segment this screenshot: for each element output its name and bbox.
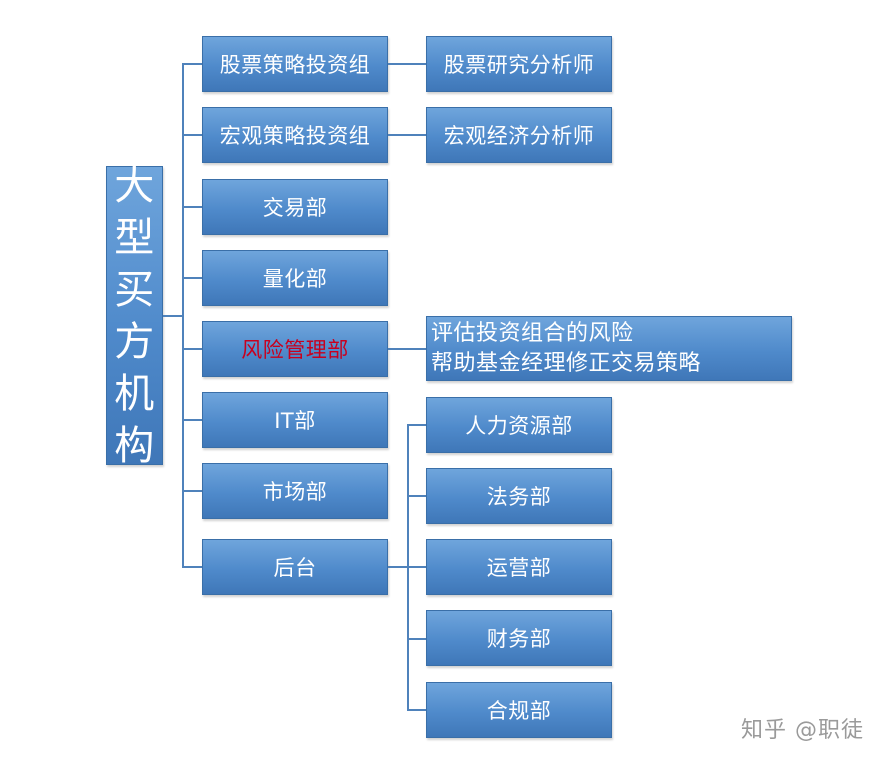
connector-backoffice-branch [407,566,426,568]
root-char: 构 [114,422,155,469]
root-node: 大 型 买 方 机 构 [106,163,163,469]
connector-dept-branch [182,134,202,136]
connector-backoffice-branch [407,495,426,497]
risk-description: 评估投资组合的风险 帮助基金经理修正交易策略 [426,316,792,381]
root-char: 型 [114,214,155,261]
connector-backoffice-branch [407,709,426,711]
connector-backoffice-branch [407,638,426,640]
root-char: 买 [114,266,155,313]
connector-root-stem [163,315,183,317]
watermark: 知乎 @职徒 [741,718,864,743]
connector-dept-branch [182,566,202,568]
dept-legal: 法务部 [426,468,612,524]
dept-it: IT部 [202,392,388,448]
connector-dept-branch [182,206,202,208]
dept-human-resources: 人力资源部 [426,397,612,453]
connector-dept-trunk [182,63,184,568]
dept-macro-strategy: 宏观策略投资组 [202,107,388,163]
dept-trading: 交易部 [202,179,388,235]
connector-risk-child [388,348,426,350]
dept-quant: 量化部 [202,250,388,306]
connector-backoffice-branch [407,424,426,426]
connector-dept-branch [182,63,202,65]
root-char: 机 [114,370,155,417]
root-char: 大 [114,162,155,209]
connector-backoffice-stem [388,566,408,568]
dept-operations: 运营部 [426,539,612,595]
dept-compliance: 合规部 [426,682,612,738]
dept-risk-management: 风险管理部 [202,321,388,377]
risk-description-line: 帮助基金经理修正交易策略 [431,350,702,376]
equity-research-analyst: 股票研究分析师 [426,36,612,92]
dept-back-office: 后台 [202,539,388,595]
dept-equity-strategy: 股票策略投资组 [202,36,388,92]
macro-economic-analyst: 宏观经济分析师 [426,107,612,163]
connector-dept-branch [182,490,202,492]
connector-equity-child [388,63,426,65]
connector-dept-branch [182,277,202,279]
connector-macro-child [388,134,426,136]
root-char: 方 [114,318,155,365]
dept-finance: 财务部 [426,610,612,666]
connector-dept-branch [182,419,202,421]
connector-dept-branch [182,348,202,350]
risk-description-line: 评估投资组合的风险 [431,320,634,346]
dept-marketing: 市场部 [202,463,388,519]
